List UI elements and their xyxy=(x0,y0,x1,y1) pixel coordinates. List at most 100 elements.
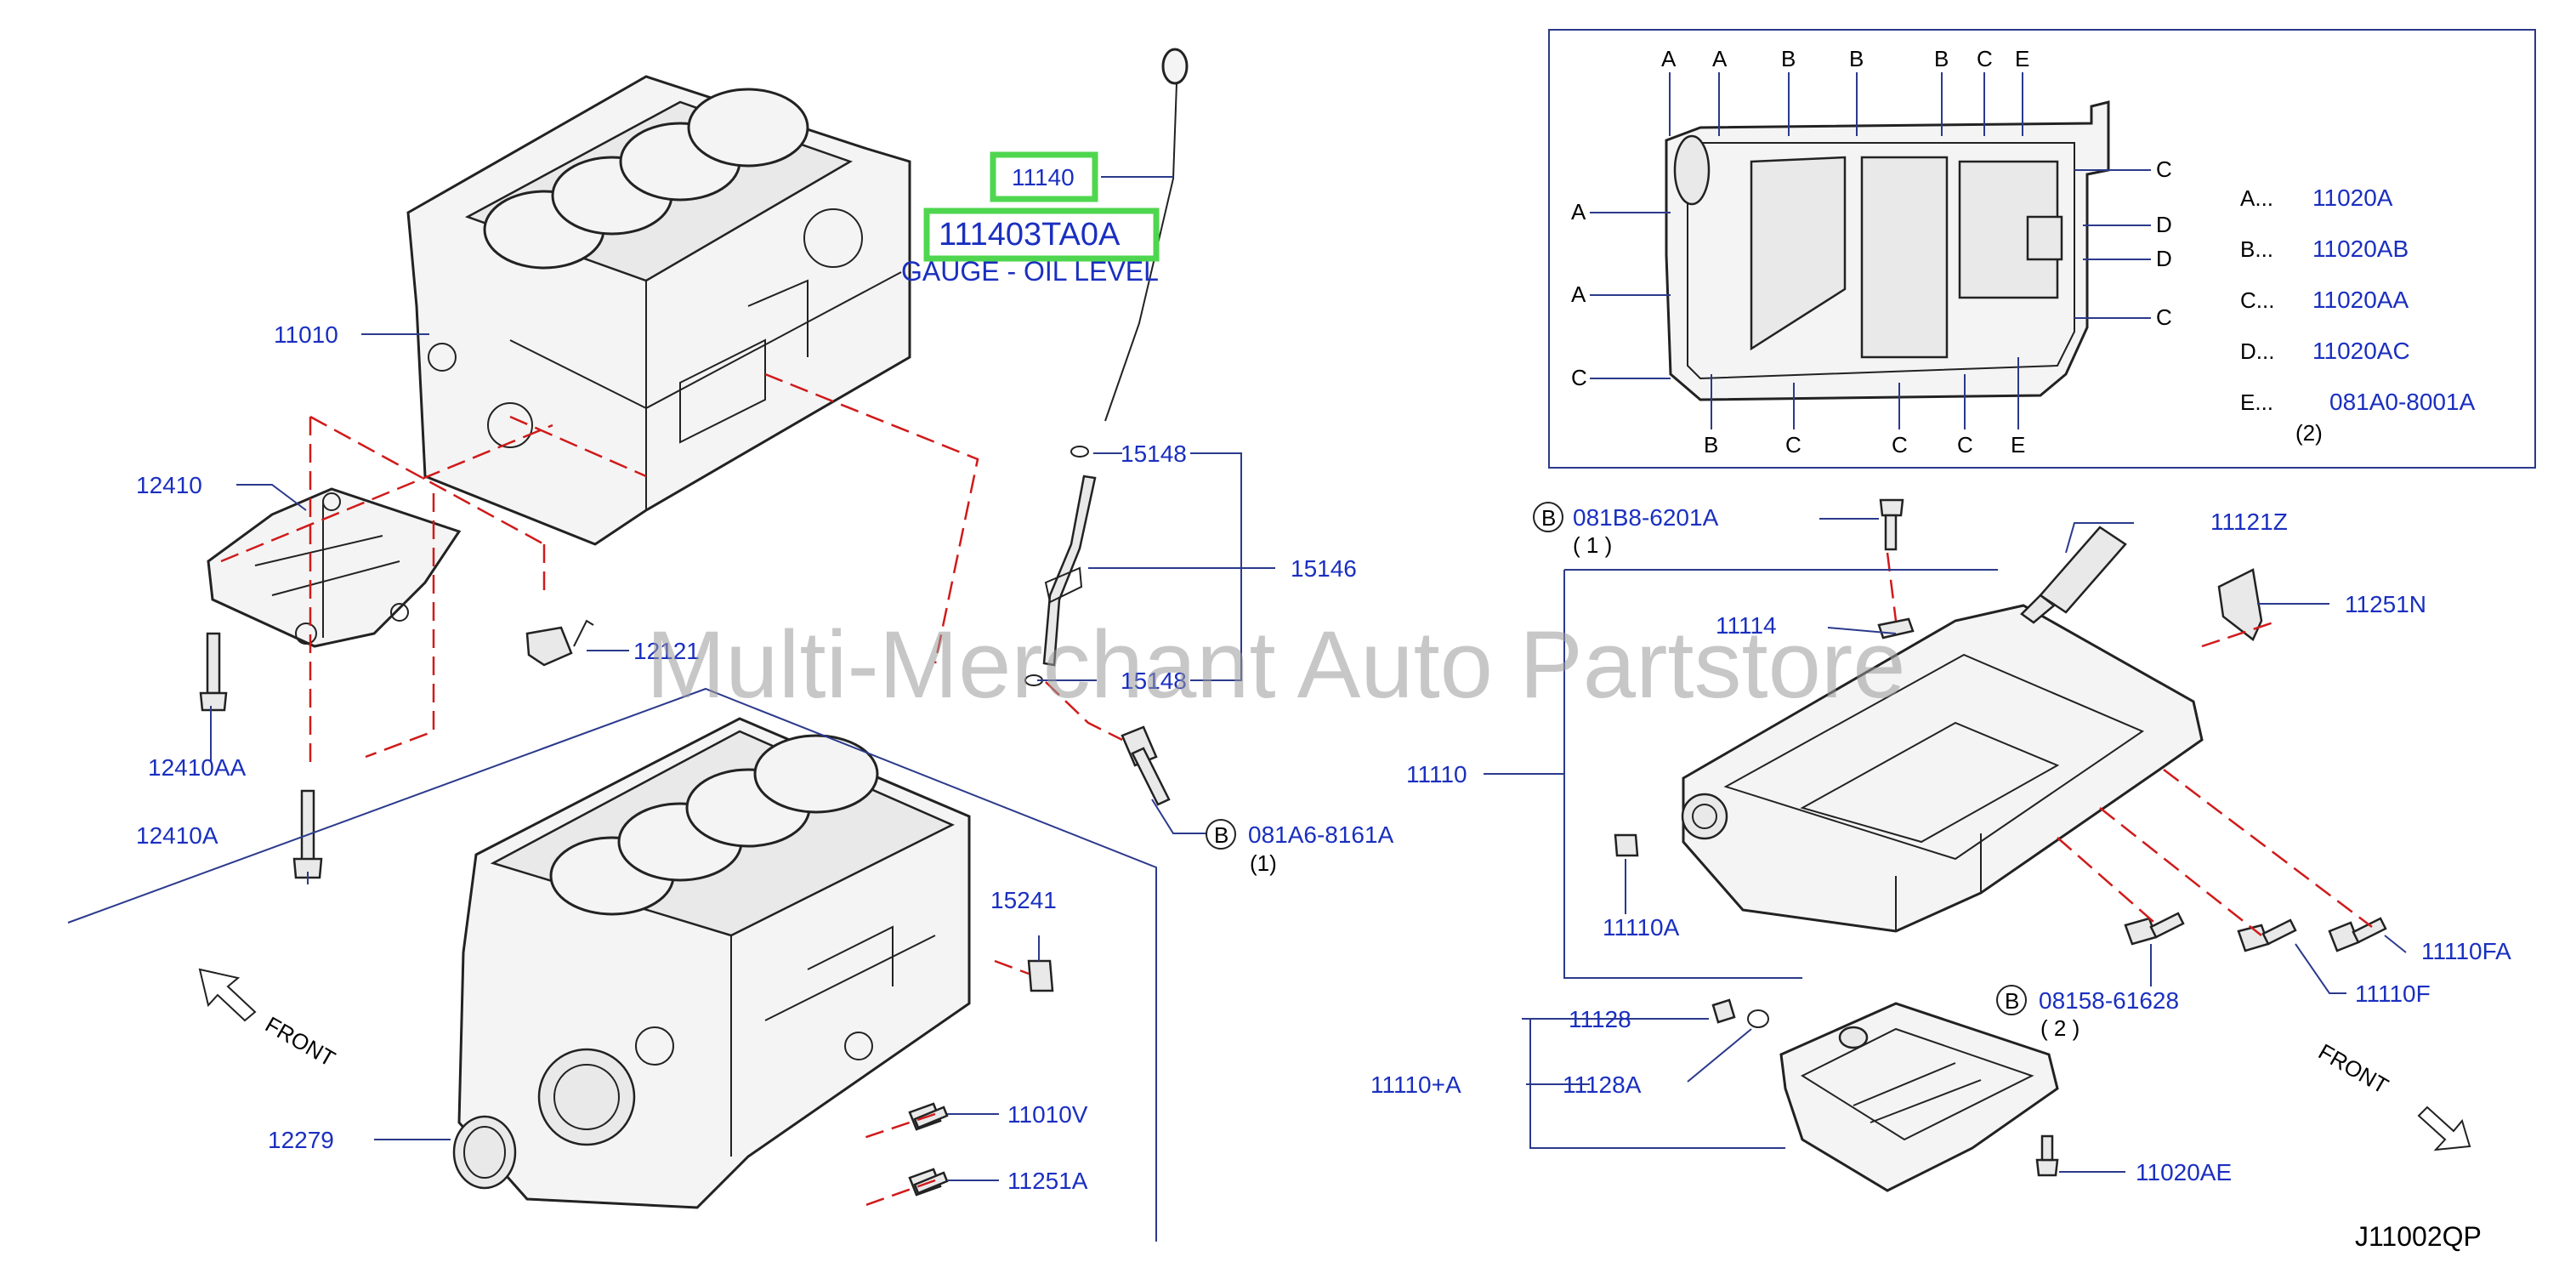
label-081A6-8161A[interactable]: 081A6-8161A xyxy=(1248,821,1394,848)
label-11114[interactable]: 11114 xyxy=(1716,612,1777,639)
highlight-part-number[interactable]: 11140 xyxy=(1012,164,1075,190)
label-11110plusA[interactable]: 11110+A xyxy=(1370,1072,1461,1098)
watermark: Multi-Merchant Auto Partstore xyxy=(646,611,1905,718)
inset-frame xyxy=(1548,29,2536,469)
inset-right-letter: D xyxy=(2156,212,2172,237)
oil-jet-bracket[interactable] xyxy=(207,487,462,648)
label-11110FA[interactable]: 11110FA xyxy=(2421,938,2511,964)
sensor-12121[interactable] xyxy=(525,619,594,667)
label-11020AE[interactable]: 11020AE xyxy=(2136,1159,2232,1185)
callout-081A6[interactable]: B 081A6-8161A (1) xyxy=(1206,819,1394,876)
label-11110F[interactable]: 11110F xyxy=(2355,981,2431,1007)
bolt-11020AE[interactable] xyxy=(2035,1134,2059,1177)
bolt-08158[interactable] xyxy=(2124,912,2185,946)
plug-11110A[interactable] xyxy=(1614,833,1639,857)
assembly-dashed-lines xyxy=(220,372,2373,1209)
inset-right-letter: D xyxy=(2156,246,2172,271)
legend-key: B... xyxy=(2240,236,2273,262)
highlight-box-part[interactable] xyxy=(990,151,1098,202)
bolt-11110F[interactable] xyxy=(2237,918,2297,952)
inset-right-letter: C xyxy=(2156,304,2172,330)
label-11251A[interactable]: 11251A xyxy=(1007,1168,1088,1194)
front-arrow-left: FRONT xyxy=(198,968,340,1072)
highlight-box-number[interactable] xyxy=(923,207,1160,262)
cylinder-block-upper[interactable] xyxy=(406,75,911,546)
b-badge-letter: B xyxy=(2005,988,2019,1014)
inset-top-letter: B xyxy=(1849,46,1864,71)
label-12410A[interactable]: 12410A xyxy=(136,822,218,849)
inset-left-letter: A xyxy=(1571,199,1586,225)
dowel-15241[interactable] xyxy=(1027,959,1054,992)
bolt-11110FA[interactable] xyxy=(2328,917,2387,952)
label-11121Z[interactable]: 11121Z xyxy=(2210,509,2288,535)
inset-top-letter: A xyxy=(1661,46,1677,71)
legend-key: C... xyxy=(2240,287,2274,313)
b-badge-letter: B xyxy=(1541,505,1556,531)
highlight-part-name[interactable]: GAUGE - OIL LEVEL xyxy=(901,256,1159,287)
bolt-12410A[interactable] xyxy=(292,789,323,879)
bolt-081B8[interactable] xyxy=(1879,498,1904,551)
inset-bottom-letter: B xyxy=(1704,432,1718,458)
legend-key: A... xyxy=(2240,185,2273,211)
inset-bottom-letter: C xyxy=(1785,432,1801,458)
cylinder-block-lower[interactable] xyxy=(457,717,971,1209)
highlight-part-code[interactable]: 111403TA0A xyxy=(939,217,1121,253)
b-badge xyxy=(1533,502,1563,532)
label-11010[interactable]: 11010 xyxy=(274,321,338,348)
label-11128[interactable]: 11128 xyxy=(1569,1006,1631,1032)
bolt-12410AA[interactable] xyxy=(199,632,228,712)
figure-code: J11002QP xyxy=(2355,1221,2482,1252)
label-15148-bottom[interactable]: 15148 xyxy=(1121,668,1187,694)
gasket-11251N[interactable] xyxy=(2217,568,2263,641)
qty-08158: ( 2 ) xyxy=(2040,1015,2080,1041)
inset-right-letter: C xyxy=(2156,156,2172,182)
label-08158-61628[interactable]: 08158-61628 xyxy=(2039,987,2179,1014)
drain-plug-11128[interactable] xyxy=(1711,998,1736,1024)
inset-top-letter: E xyxy=(2015,46,2029,71)
oil-pan-lower[interactable] xyxy=(1779,1002,2059,1192)
inset-oil-pan-top-view[interactable] xyxy=(1665,100,2110,401)
inset-top-letter: A xyxy=(1712,46,1728,71)
legend-key: E... xyxy=(2240,389,2273,415)
bolt-081A6[interactable] xyxy=(1121,725,1171,806)
washer-11128A[interactable] xyxy=(1747,1009,1769,1028)
sealant-tube-11121Z[interactable] xyxy=(2020,526,2127,624)
legend-value[interactable]: 11020AA xyxy=(2312,287,2409,313)
label-11110[interactable]: 11110 xyxy=(1406,761,1467,787)
label-11128A[interactable]: 11128A xyxy=(1563,1072,1642,1098)
label-12410AA[interactable]: 12410AA xyxy=(148,754,247,781)
label-12410[interactable]: 12410 xyxy=(136,472,202,498)
legend-value[interactable]: 11020A xyxy=(2312,185,2393,211)
legend-value[interactable]: 11020AB xyxy=(2312,236,2409,262)
label-15148-top[interactable]: 15148 xyxy=(1121,441,1187,467)
b-badge xyxy=(1996,985,2027,1015)
inset-bottom-letter: C xyxy=(1957,432,1973,458)
legend-note: (2) xyxy=(2295,420,2323,446)
inset-left-letter: C xyxy=(1571,365,1587,390)
callout-081B8[interactable]: B 081B8-6201A ( 1 ) xyxy=(1533,502,1719,558)
label-11251N[interactable]: 11251N xyxy=(2345,591,2426,617)
label-15146[interactable]: 15146 xyxy=(1291,555,1357,582)
label-081B8-6201A[interactable]: 081B8-6201A xyxy=(1573,504,1719,531)
legend-key: D... xyxy=(2240,338,2274,364)
label-11110A[interactable]: 11110A xyxy=(1603,914,1680,941)
inset-leaders xyxy=(1590,72,2151,429)
oil-seal-12279[interactable] xyxy=(452,1115,517,1190)
inset-left-letter: A xyxy=(1571,281,1586,307)
oil-pan-upper[interactable] xyxy=(1681,604,2204,933)
bolt-11010V[interactable] xyxy=(908,1102,949,1131)
callout-08158[interactable]: B 08158-61628 ( 2 ) xyxy=(1996,985,2179,1041)
label-11010V[interactable]: 11010V xyxy=(1007,1101,1088,1128)
legend-value[interactable]: 081A0-8001A xyxy=(2329,389,2476,415)
front-label-right: FRONT xyxy=(2314,1038,2393,1099)
b-badge xyxy=(1206,819,1236,850)
inset-top-letter: B xyxy=(1781,46,1796,71)
label-12121[interactable]: 12121 xyxy=(633,638,700,664)
label-15241[interactable]: 15241 xyxy=(990,887,1057,913)
inset-top-letter: B xyxy=(1934,46,1949,71)
label-12279[interactable]: 12279 xyxy=(268,1127,334,1153)
qty-081A6: (1) xyxy=(1250,850,1277,876)
legend-value[interactable]: 11020AC xyxy=(2312,338,2410,364)
leader-lines xyxy=(67,176,2407,1242)
